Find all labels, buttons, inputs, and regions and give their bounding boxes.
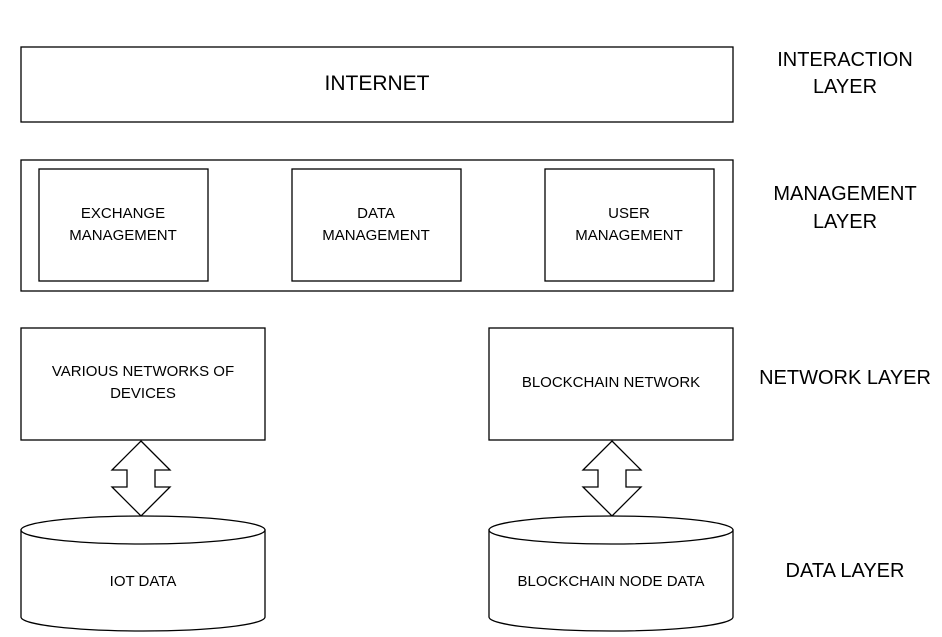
iot-data-cylinder-top — [20, 515, 266, 545]
blockchain-node-data-label: BLOCKCHAIN NODE DATA — [518, 573, 705, 590]
blockchain-bidirectional-arrow — [581, 440, 643, 517]
management-layer-label-line1: MANAGEMENT — [773, 183, 916, 205]
interaction-layer-label-line2: LAYER — [813, 76, 877, 98]
exchange-management-label-line2: MANAGEMENT — [69, 227, 177, 244]
iot-data-label: IOT DATA — [110, 573, 177, 590]
iot-data-cylinder — [20, 515, 266, 632]
device-networks-box — [20, 327, 266, 441]
device-networks-label-line1: VARIOUS NETWORKS OF — [52, 363, 234, 380]
user-management-box — [544, 168, 715, 282]
blockchain-network-label: BLOCKCHAIN NETWORK — [522, 374, 700, 391]
user-management-label-line2: MANAGEMENT — [575, 227, 683, 244]
blockchain-node-data-cylinder-body — [488, 529, 734, 632]
management-layer: EXCHANGE MANAGEMENT DATA MANAGEMENT USER… — [20, 159, 917, 292]
data-management-label-line1: DATA — [357, 205, 395, 222]
management-layer-label-line2: LAYER — [813, 211, 877, 233]
data-layer: IOT DATA BLOCKCHAIN NODE DATA DATA LAYER — [20, 515, 905, 632]
device-networks-label-line2: DEVICES — [110, 385, 176, 402]
interaction-layer-label-line1: INTERACTION — [777, 49, 913, 71]
data-management-box — [291, 168, 462, 282]
data-management-label-line2: MANAGEMENT — [322, 227, 430, 244]
network-layer: VARIOUS NETWORKS OF DEVICES BLOCKCHAIN N… — [20, 327, 931, 441]
internet-box — [20, 46, 734, 123]
exchange-management-label-line1: EXCHANGE — [81, 205, 165, 222]
internet-label: INTERNET — [325, 72, 430, 95]
network-data-arrows — [110, 440, 643, 517]
iot-data-cylinder-body — [20, 529, 266, 632]
blockchain-node-data-cylinder — [488, 515, 734, 632]
user-management-label-line1: USER — [608, 205, 650, 222]
network-layer-label: NETWORK LAYER — [759, 367, 931, 389]
exchange-management-box — [38, 168, 209, 282]
interaction-layer: INTERNET INTERACTION LAYER — [20, 46, 913, 123]
iot-bidirectional-arrow — [110, 440, 172, 517]
data-layer-label: DATA LAYER — [786, 560, 905, 582]
blockchain-network-box — [488, 327, 734, 441]
blockchain-node-data-cylinder-top — [488, 515, 734, 545]
